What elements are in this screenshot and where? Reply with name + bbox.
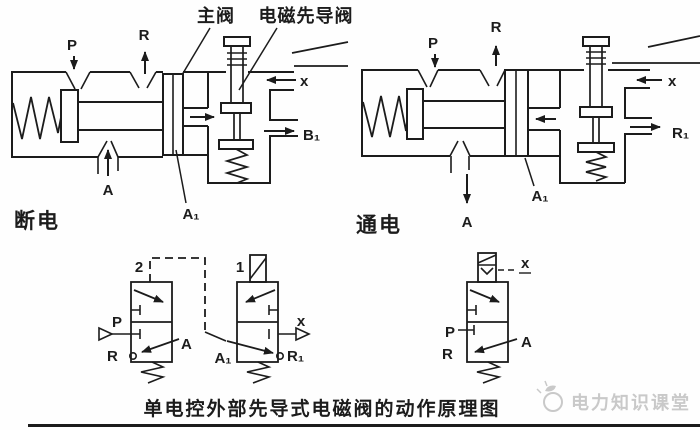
valve3-bottom-flow-arrow: [474, 338, 518, 354]
port-x-label: x: [300, 73, 309, 90]
port-a-stub: [450, 156, 470, 173]
flow-channel: [183, 107, 208, 127]
valve1-top-flow-arrow: [245, 289, 276, 303]
port-x-label: x: [668, 73, 677, 90]
valve2-port-r-label: R: [107, 348, 118, 365]
port-a1-leader: [175, 149, 187, 204]
pilot-signal-dashed-line: [149, 257, 206, 332]
valve2-number: 2: [135, 259, 143, 276]
port-a1-leader: [524, 157, 535, 187]
main-valve-body: [361, 69, 560, 157]
valve2-exhaust-circle: [129, 351, 138, 360]
solenoid-leads: [612, 35, 700, 64]
valve1-solenoid-diagonal: [249, 257, 267, 280]
armature-cap: [223, 36, 251, 47]
pilot-signal-connector: [204, 331, 227, 342]
return-spring: [362, 95, 409, 138]
port-p-label: P: [67, 37, 77, 54]
energized-state-label: 通电: [356, 214, 402, 237]
valve3-solenoid-box: [477, 252, 497, 283]
watermark-text: 电力知识课堂: [571, 392, 691, 413]
valve3-symbol: x P A R: [442, 252, 532, 384]
deenergized-section-diagram: P R A A₁ x B₁ 断电: [11, 27, 349, 233]
valve2-top-flow-arrow: [133, 289, 164, 303]
pilot-collar-upper: [579, 106, 613, 118]
valve3-spring: [476, 361, 502, 384]
valve2-port-seats: [112, 305, 141, 339]
pilot-stem: [589, 46, 603, 143]
piston: [406, 88, 424, 140]
armature-cap: [582, 36, 610, 47]
pilot-valve-body: [207, 71, 298, 184]
figure-caption: 单电控外部先导式电磁阀的动作原理图: [143, 397, 500, 420]
valve2-spring: [140, 361, 166, 384]
pilot-valve-body: [559, 69, 652, 184]
return-spring: [12, 96, 63, 140]
port-a1-label: A₁: [531, 188, 548, 205]
valve1-exhaust-triangle-icon: [295, 326, 311, 342]
valve3-port-seats: [458, 305, 477, 335]
port-r1-label: R₁: [672, 125, 689, 142]
spool-rod: [423, 100, 505, 129]
valve2-bottom-flow-arrow: [141, 338, 180, 353]
valve2-port-a-label: A: [181, 336, 192, 353]
valve1-spring: [246, 361, 272, 384]
valve1-exhaust-circle: [275, 351, 284, 360]
pilot-collar-upper: [220, 102, 252, 114]
port-r-label: R: [139, 27, 150, 44]
flow-channel: [528, 107, 560, 131]
valve1-bottom-flow-arrow: [226, 340, 274, 355]
brand-watermark: 电力知识课堂: [536, 380, 691, 413]
coil-rings: [586, 51, 606, 65]
port-a1-label: A₁: [182, 206, 199, 223]
pilot-stem: [230, 46, 244, 140]
valve3-solenoid-pilot-icon: [477, 254, 497, 276]
pilot-valve-leader-line: [238, 27, 278, 91]
valve3-port-a-label: A: [521, 334, 532, 351]
port-r-label: R: [491, 19, 502, 36]
port-a-label: A: [462, 214, 473, 231]
valve1-port-seats: [268, 305, 296, 339]
deenergized-state-label: 断电: [14, 209, 60, 233]
valve2-symbol: 2 P A R: [98, 259, 192, 384]
valve2-pilot-triangle-icon: [98, 326, 114, 342]
valve1-symbol: 1 x A₁ R₁: [214, 254, 311, 384]
valve1-port-a1-label: A₁: [214, 350, 231, 367]
solenoid-leads: [291, 41, 349, 67]
pilot-valve-label: 电磁先导阀: [259, 5, 354, 26]
pilot-spring: [224, 148, 250, 184]
port-a-stub: [97, 157, 119, 174]
valve1-number: 1: [236, 259, 244, 276]
port-b1-label: B₁: [303, 127, 320, 144]
brand-logo-icon: [536, 380, 563, 412]
valve3-port-r-label: R: [442, 346, 453, 363]
valve2-port-p-label: P: [112, 314, 122, 331]
valve1-port-r1-label: R₁: [287, 348, 304, 365]
port-p-label: P: [428, 35, 438, 52]
coil-rings: [227, 52, 247, 66]
valve3-top-flow-arrow: [469, 289, 500, 303]
energized-section-diagram: P R A A₁ x R₁ 通电: [356, 19, 700, 237]
valve1-port-x-label: x: [297, 313, 306, 330]
pilot-spring: [585, 151, 609, 182]
main-valve-body: [11, 71, 208, 158]
valve3-port-x-label: x: [521, 255, 530, 272]
spool-rod: [78, 101, 163, 131]
main-valve-label: 主阀: [197, 5, 235, 26]
port-funnels: [65, 71, 157, 158]
pilot-collar-lower: [577, 142, 615, 153]
pilot-collar-lower: [218, 139, 254, 150]
piston: [60, 89, 79, 143]
port-funnels: [417, 69, 506, 157]
port-a-label: A: [103, 182, 114, 199]
bottom-rule-line: [28, 424, 700, 427]
top-callout-labels: 主阀 电磁先导阀: [172, 5, 354, 91]
valve3-port-p-label: P: [445, 324, 455, 341]
symbol-circuit: 2 P A R 1 x A₁ R₁: [98, 252, 532, 384]
